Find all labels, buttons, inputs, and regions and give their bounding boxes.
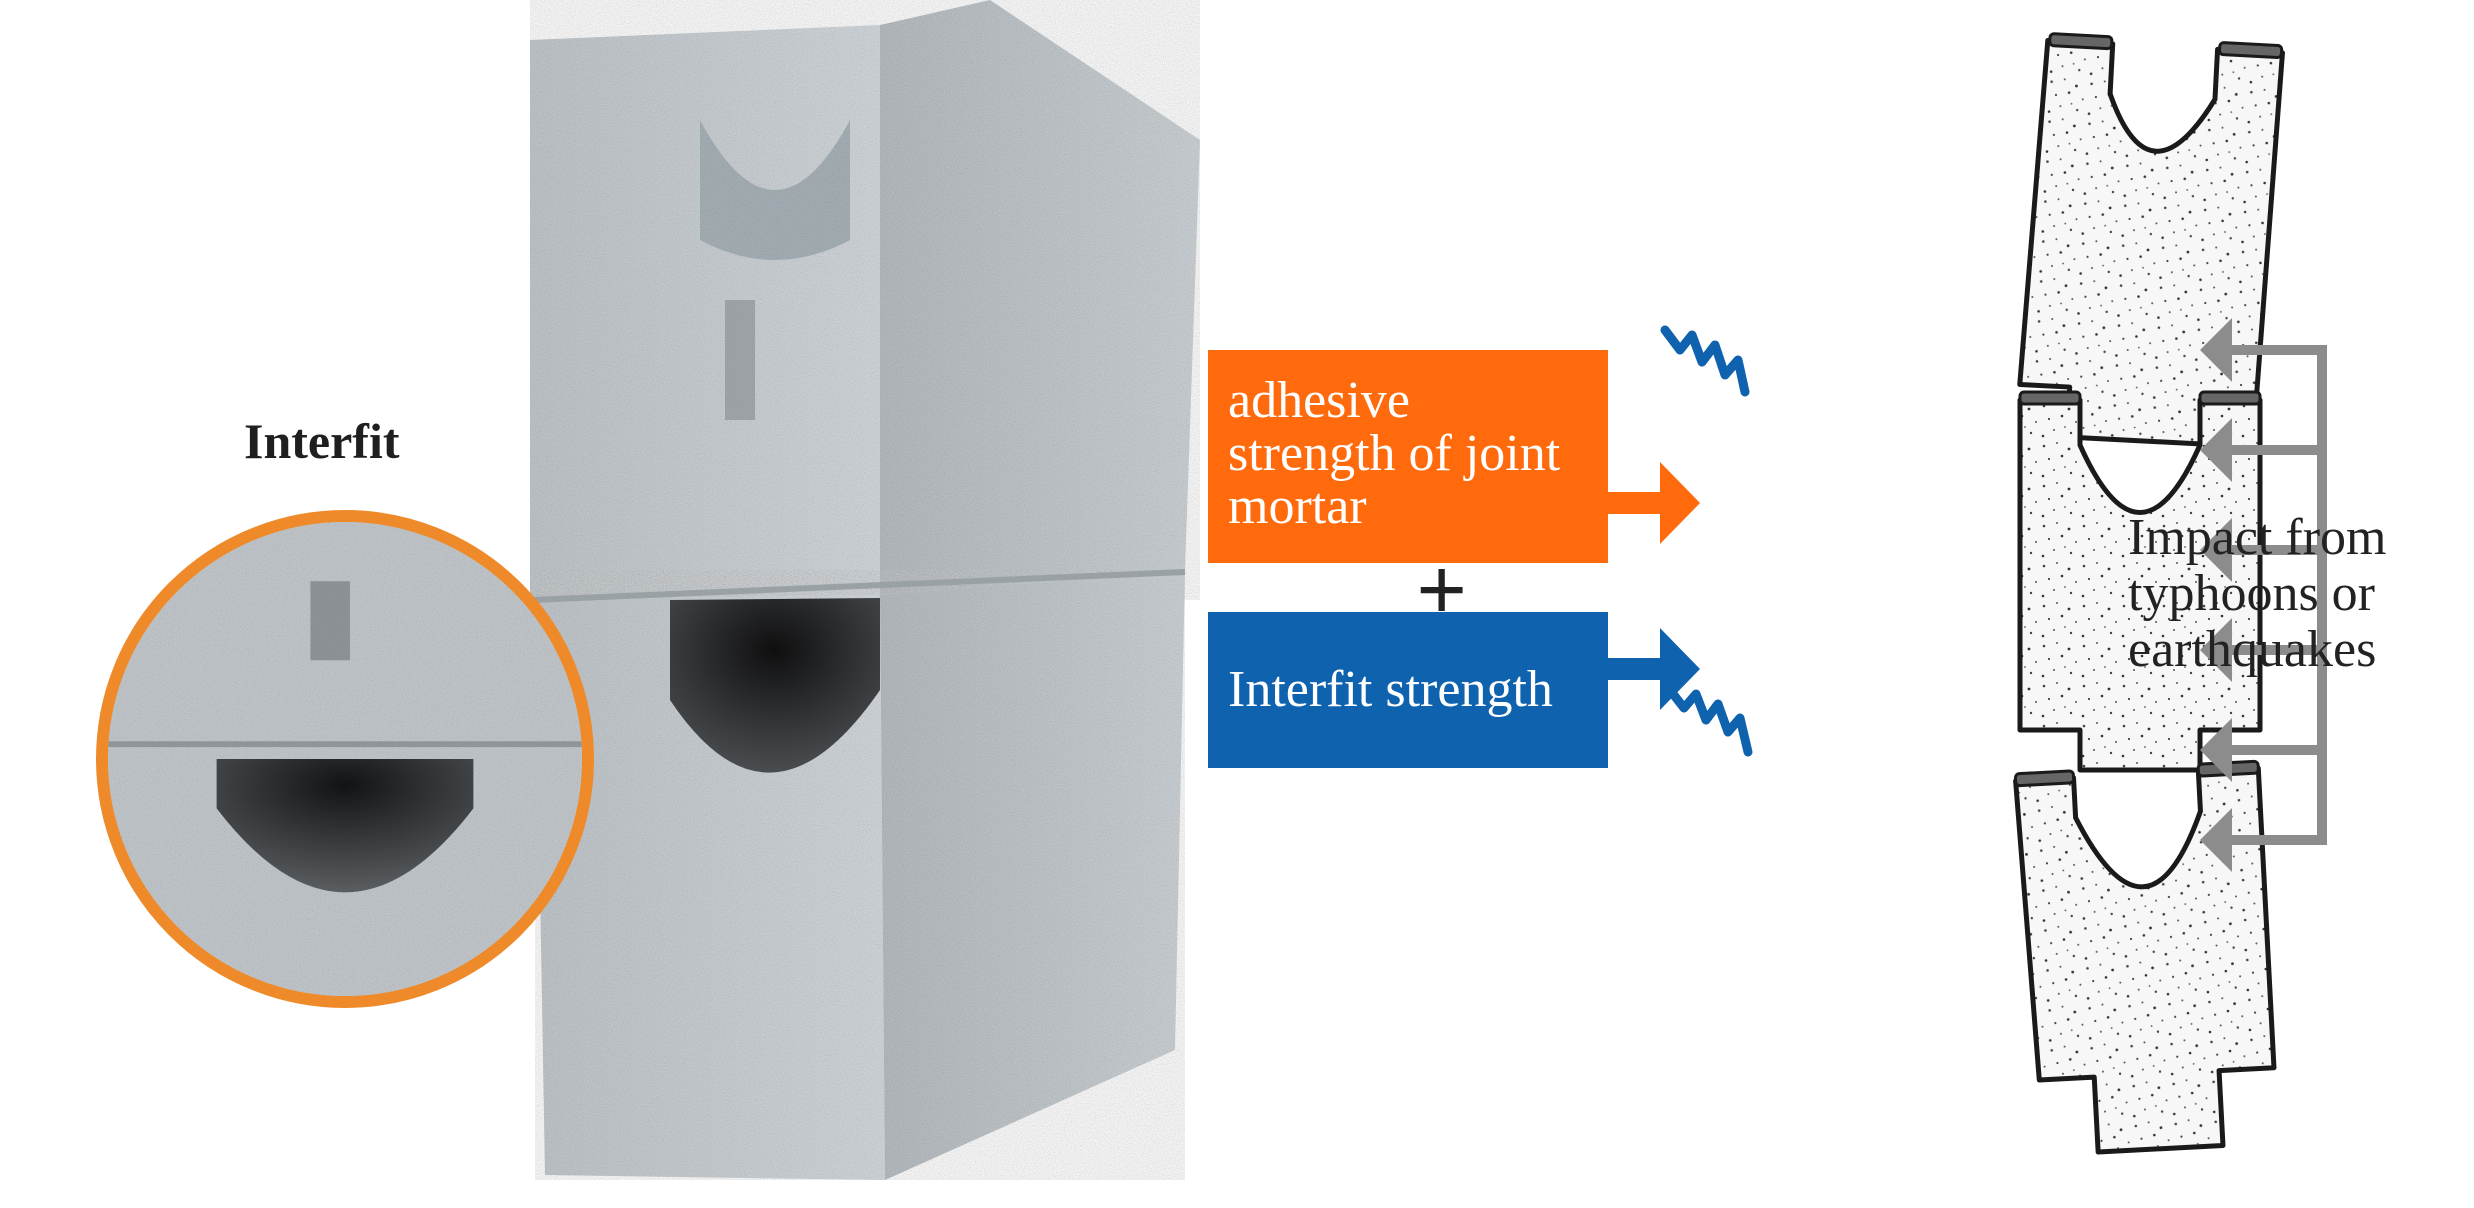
stacked-blocks-photo xyxy=(530,0,1200,1180)
interfit-strength-callout: Interfit strength xyxy=(1208,612,1608,768)
right-arrow-icon xyxy=(1608,628,1700,710)
adhesive-strength-callout: adhesive strength of joint mortar xyxy=(1208,350,1608,563)
interfit-groove xyxy=(670,598,880,773)
left-arrow-icon xyxy=(2200,318,2327,872)
block-stamp xyxy=(725,300,755,420)
block-stack-diagram xyxy=(1608,32,2327,1155)
diagram-block-bottom xyxy=(2013,759,2277,1155)
interfit-zoom-circle xyxy=(96,510,594,1008)
zigzag-crack-icon xyxy=(1660,325,1750,397)
diagram-block-top xyxy=(2017,32,2285,447)
impact-label: Impact from typhoons or earthquakes xyxy=(2128,509,2387,679)
interfit-strength-text: Interfit strength xyxy=(1228,661,1553,719)
interfit-title: Interfit xyxy=(244,413,400,469)
right-arrow-icon xyxy=(1608,462,1700,544)
diagram-block-middle xyxy=(2017,390,2263,773)
joint-line xyxy=(531,569,1186,603)
zigzag-crack-icon xyxy=(1665,685,1753,757)
block-upper xyxy=(530,0,1200,600)
